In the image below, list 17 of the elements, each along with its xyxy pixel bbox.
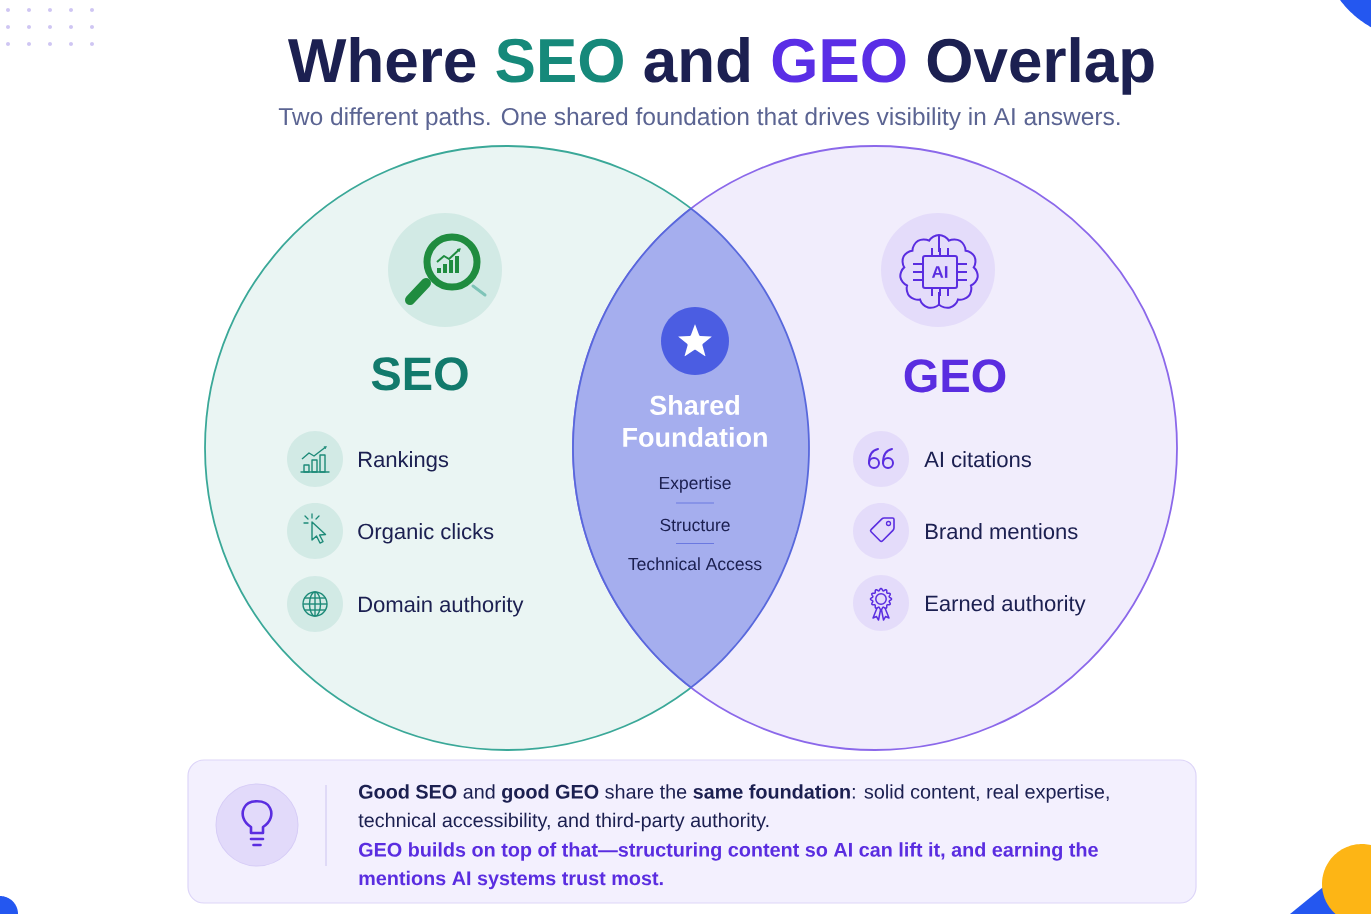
list-item: AI citations [924,451,1031,468]
subtitle: Two different paths. One shared foundation that drives visibility in AI answers. [278,107,1120,131]
chip-label: AI [931,266,948,278]
callout-text: Good SEO and good GEO share the same foundation: solid content, real expertise, technical accessibility, and third-party authority. [358,784,1109,832]
lens-heading: Shared Foundation [623,395,767,447]
callout-text: GEO builds on top of that—structuring content so AI can lift it, and earning the mentions AI systems trust most. [359,842,1098,890]
list-item: Structure [660,518,730,532]
circle-heading: GEO [904,359,1006,393]
title: Where SEO and GEO Overlap [287,37,1154,95]
list-item: Domain authority [359,596,524,617]
list-item: Earned authority [926,595,1086,616]
list-item: Brand mentions [926,523,1078,540]
list-item: Rankings [359,451,449,472]
list-item: Technical Access [628,557,762,571]
list-item: Organic clicks [358,523,494,544]
list-item: Expertise [660,476,731,493]
circle-heading: SEO [371,357,468,391]
